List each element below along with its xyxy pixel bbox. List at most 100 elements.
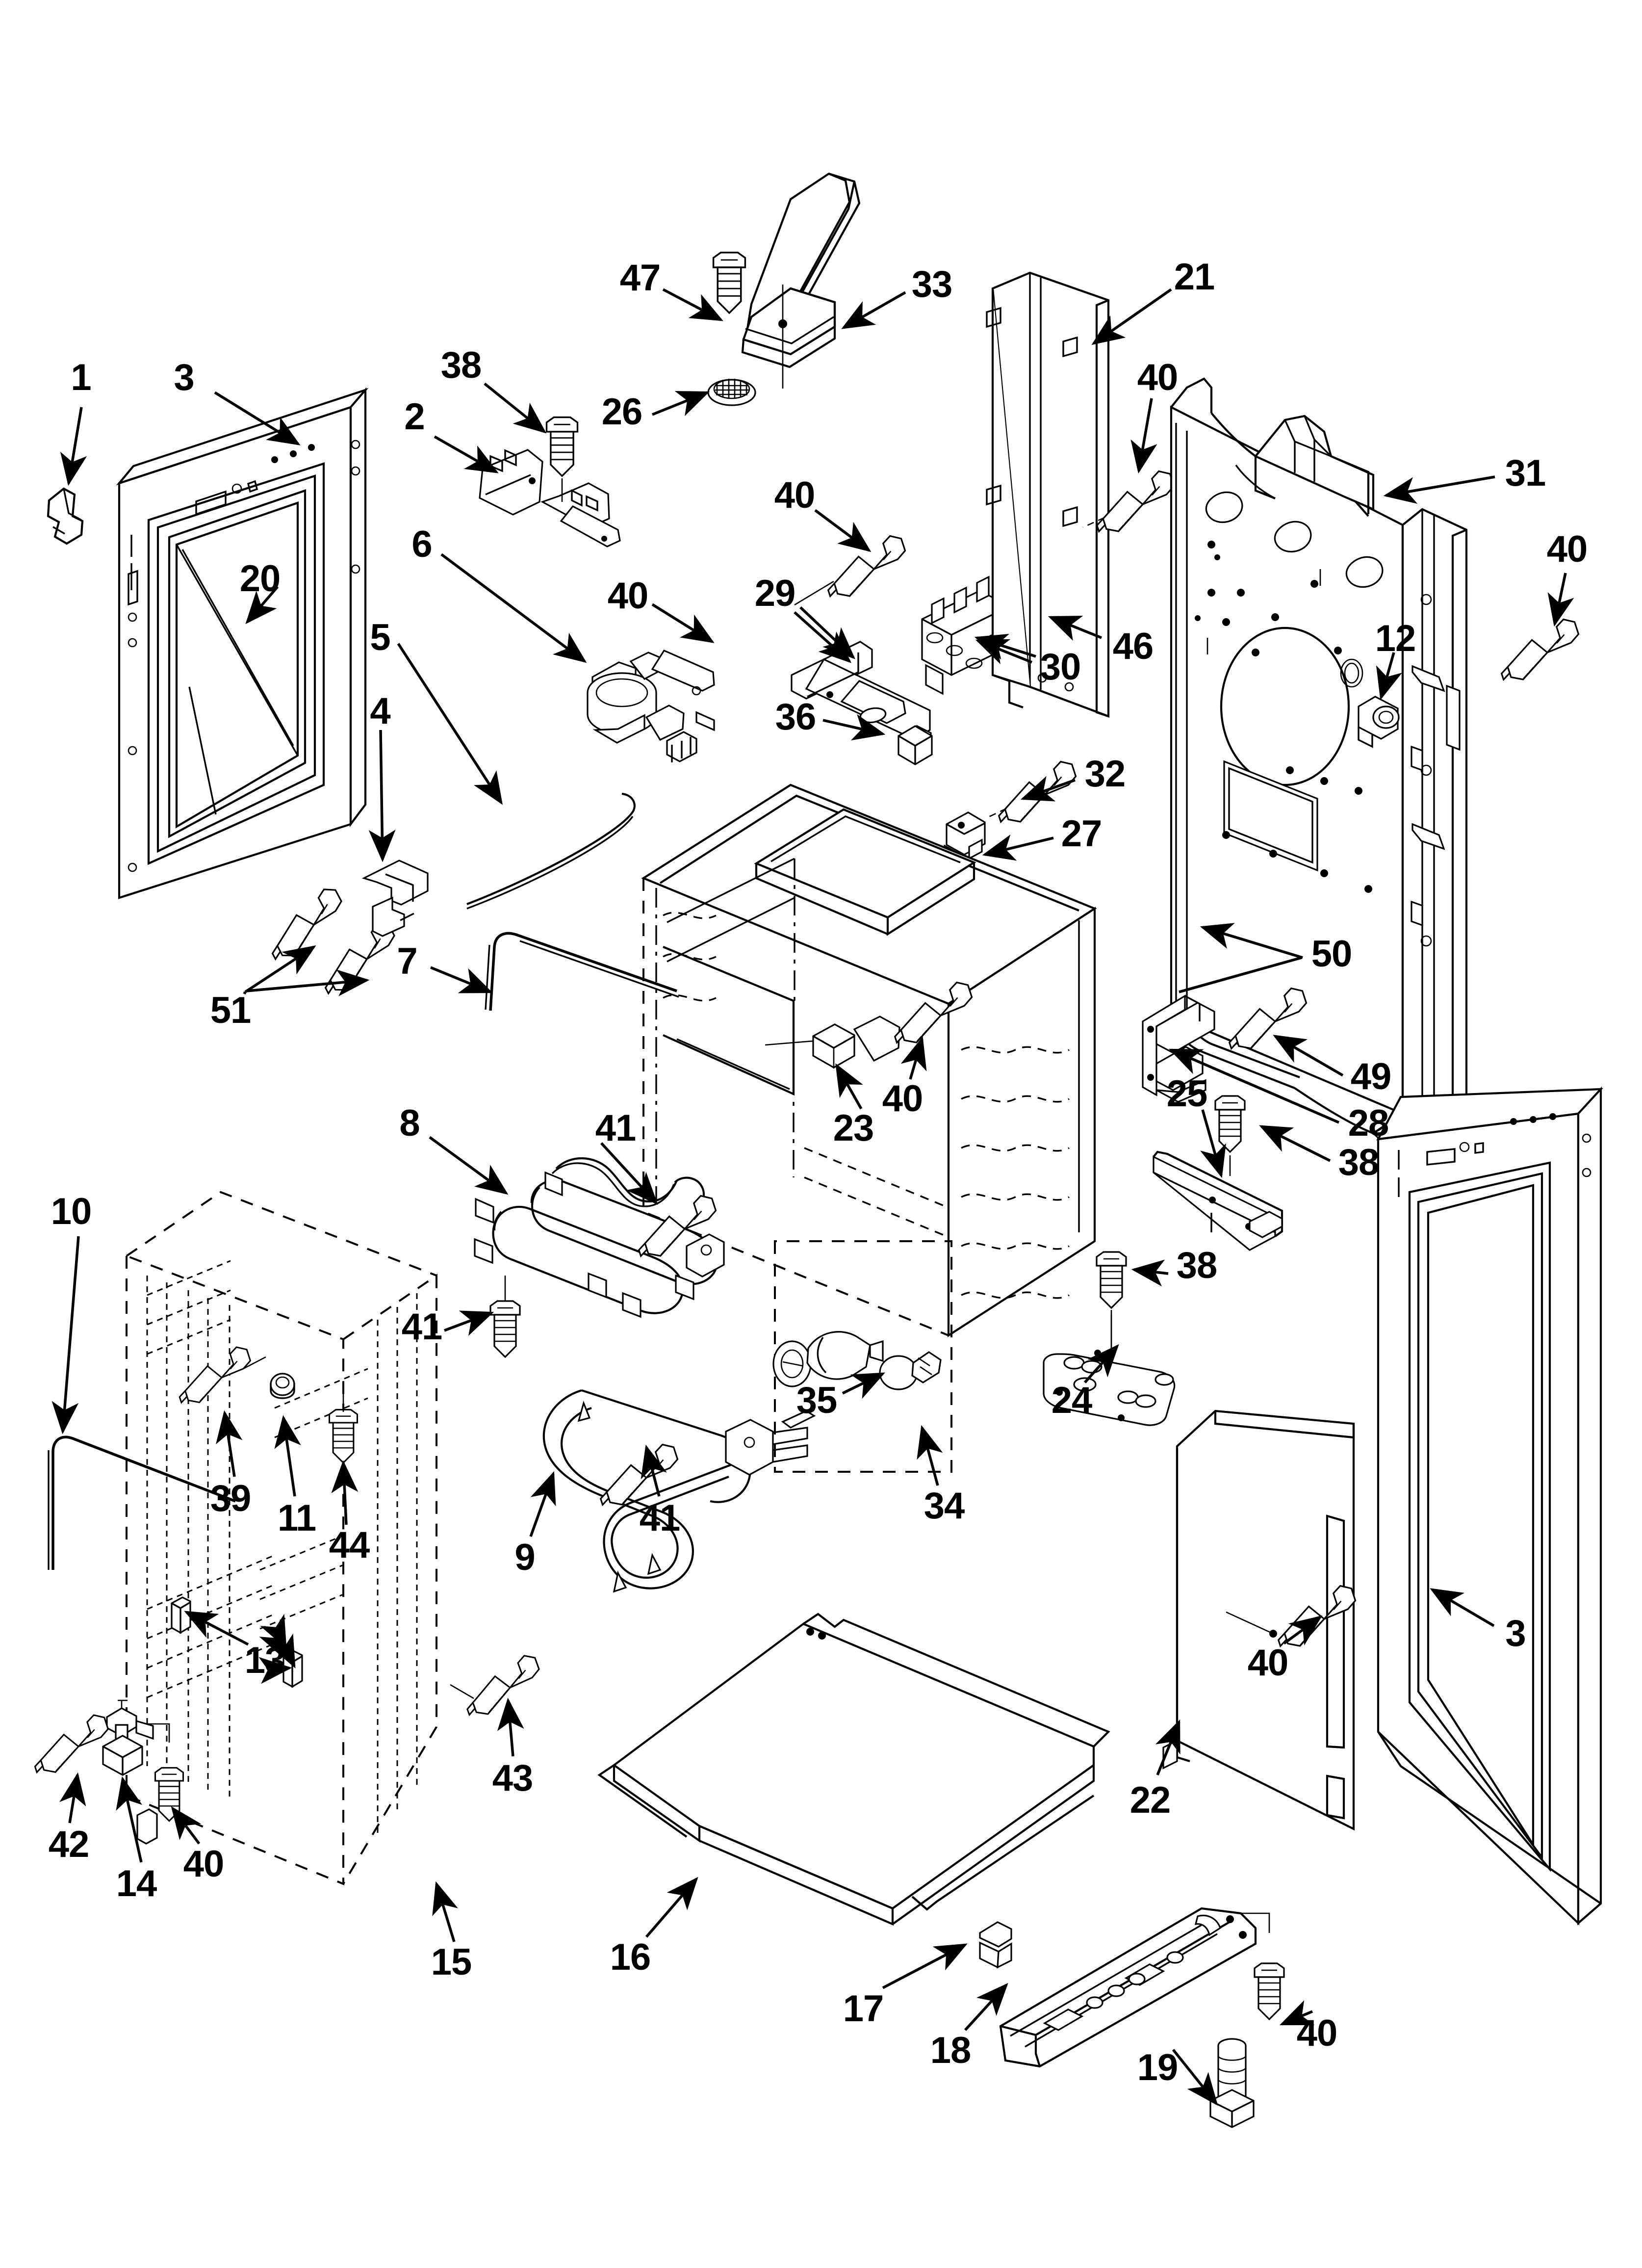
callout-42: 42 [48,1824,90,1865]
callout-7: 7 [397,940,417,982]
part-door-spring-rod-5 [466,792,636,910]
callout-19: 19 [1137,2047,1179,2088]
callout-40g: 40 [1247,1642,1289,1684]
part-screw-40-a [1082,467,1183,538]
part-rear-grommet-12 [1340,658,1400,748]
callout-38a: 38 [440,344,482,386]
part-rear-chassis-panel-31 [1170,377,1468,1169]
callout-17: 17 [843,1988,884,2030]
callout-40h: 40 [1296,2012,1338,2054]
part-mesh-washer-26 [707,379,756,406]
part-screw-40-b [1490,615,1588,686]
callout-21: 21 [1174,256,1215,298]
callout-40b: 40 [1546,528,1588,570]
callout-20: 20 [239,558,281,600]
callout-15: 15 [431,1941,472,1983]
part-vent-trim-bracket-2 [479,449,621,547]
part-screw-44 [328,1383,359,1464]
callout-27: 27 [1061,813,1103,855]
callout-26: 26 [601,391,643,433]
part-screw-38-b [1214,1095,1246,1176]
callout-22: 22 [1129,1779,1171,1821]
callout-38c: 38 [1176,1245,1218,1286]
part-side-panel-22 [1162,1409,1355,1831]
part-door-lock-motor-6 [587,649,715,762]
part-door-latch-clip-1 [47,487,84,545]
part-anti-tip-leg-33 [741,172,861,389]
part-rear-cover-panel-21 [986,271,1110,718]
callout-41c: 41 [639,1497,681,1539]
callout-49: 49 [1350,1056,1392,1097]
callout-40a: 40 [1137,357,1179,398]
part-hex-nut-36 [898,725,933,765]
callout-34: 34 [924,1485,965,1527]
callout-3b: 3 [1505,1613,1526,1654]
part-oven-door-right-3b [1376,1086,1603,1926]
callout-39: 39 [210,1478,252,1519]
part-drawer-rail-stop-17 [979,1921,1012,1969]
callout-50: 50 [1311,933,1353,975]
callout-46: 46 [1112,626,1154,667]
part-door-hinge-receiver-4 [361,860,429,937]
callout-43: 43 [492,1757,534,1799]
callout-11: 11 [277,1497,316,1539]
part-screw-43 [450,1651,548,1721]
callout-30: 30 [1040,646,1081,688]
part-oven-cavity [641,783,1097,1337]
callout-40e: 40 [882,1078,924,1120]
callout-44: 44 [329,1524,370,1566]
part-oven-insulation-15 [126,1191,437,1885]
callout-32: 32 [1084,753,1126,795]
callout-40f: 40 [183,1843,225,1885]
callout-6: 6 [411,523,432,565]
part-spacer-bushing-11 [270,1373,295,1399]
part-drawer-glide-rail-18 [999,1907,1257,2068]
callout-10: 10 [51,1191,92,1232]
callout-16: 16 [610,1936,651,1978]
part-light-lens-35 [772,1331,884,1387]
part-light-bulb [879,1351,942,1390]
part-screw-40-c [794,532,914,606]
part-corner-brace-25 [1153,1150,1283,1251]
part-screw-47 [712,252,746,314]
part-leveling-leg-14 [102,1699,154,1776]
callout-5: 5 [370,617,390,658]
callout-41a: 41 [595,1107,637,1149]
callout-51: 51 [210,990,252,1031]
leader-lines-secondary [258,1657,292,1684]
callout-35: 35 [796,1380,838,1421]
part-bottom-panel-16 [597,1613,1110,1926]
callout-31: 31 [1505,452,1546,494]
callout-18: 18 [930,2030,972,2071]
callout-3a: 3 [174,357,194,398]
part-screw-32 [985,757,1085,829]
callout-29: 29 [754,573,796,614]
callout-9: 9 [514,1537,535,1578]
callout-28: 28 [1348,1102,1389,1144]
callout-24: 24 [1051,1380,1093,1421]
part-screw-41-b [489,1276,521,1358]
callout-1: 1 [71,357,91,398]
callout-41b: 41 [401,1306,443,1348]
callout-33: 33 [911,263,953,305]
part-screw-39 [169,1343,266,1408]
callout-8: 8 [399,1102,420,1144]
part-broil-element-8 [474,1157,725,1318]
callout-47: 47 [619,257,661,299]
part-cavity-trim-rod-7 [485,932,679,1011]
callout-2: 2 [404,396,425,438]
part-screw-40-f [146,1723,184,1822]
callout-38b: 38 [1338,1142,1380,1183]
part-screw-38-a [545,416,579,502]
callout-23: 23 [833,1107,874,1149]
part-leveling-foot-19 [1209,2038,1255,2128]
part-oven-light-assembly-34 [774,1240,952,1473]
part-oven-door-left-3 [116,387,369,899]
leader-lines [51,288,1574,2106]
part-screw-42 [25,1711,117,1778]
callout-4: 4 [370,690,390,732]
callout-25: 25 [1166,1073,1208,1115]
part-screw-40-h [1237,1912,1285,2020]
